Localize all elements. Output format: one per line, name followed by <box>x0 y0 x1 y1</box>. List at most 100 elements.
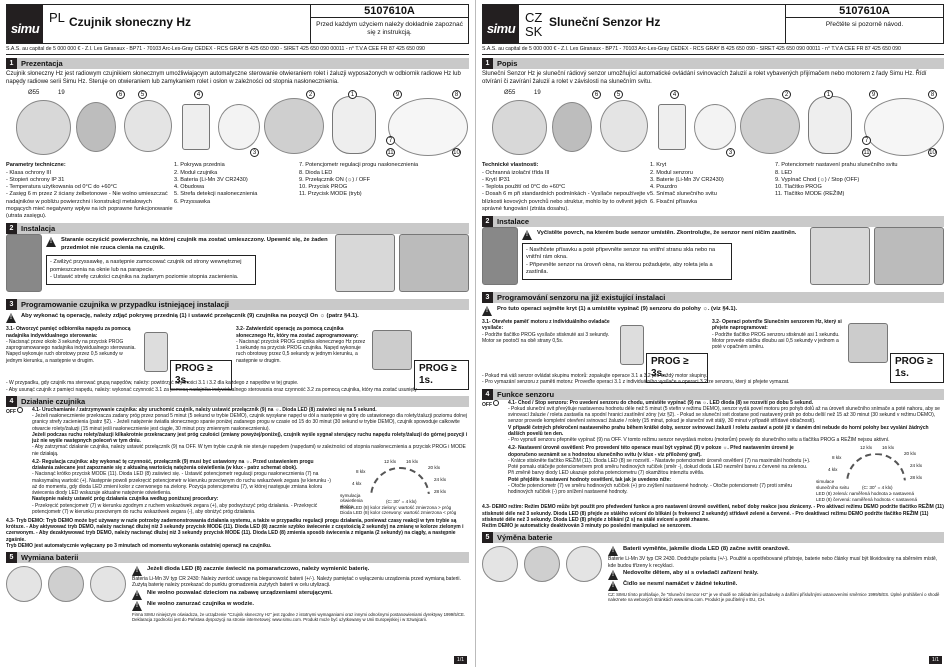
led-green-note: LED (8) zelená: naměřená hodnota ≥ nasta… <box>816 491 915 497</box>
language-code: PL <box>49 10 65 25</box>
sensor-detail-figure <box>864 98 944 157</box>
company-info: S.A.S. au capital de 5 000 000 € - Z.I. … <box>6 44 469 56</box>
installation-steps: - Zwilżyć przyssawkę, a następnie zamoco… <box>46 255 256 286</box>
company-info: S.A.S. au capital de 5 000 000 € - Z.I. … <box>482 44 944 56</box>
sensor-prog-figure <box>848 323 888 364</box>
battery-figure-1 <box>6 566 42 603</box>
sun-icon <box>493 399 500 406</box>
depth-label: 19 <box>58 90 65 97</box>
doc-reference: 5107610A Przed każdym użyciem należy dok… <box>310 5 468 43</box>
led-green-note: Dioda LED (8) kolor zielony: wartość zmi… <box>340 504 452 510</box>
programming-note: - Pokud má váš senzor ovládat skupinu mo… <box>482 373 790 386</box>
simu-logo: simu <box>7 5 43 43</box>
mounting-figure <box>874 227 944 286</box>
product-figures: Ø55 19 6 5 4 2 1 9 8 3 7 11 10 <box>6 90 469 158</box>
product-figures: Ø55 19 6 5 4 2 1 9 8 3 7 11 10 <box>482 90 944 158</box>
doc-reference: 5107610A Přečtěte si pozorně návod. <box>785 5 943 43</box>
presentation-text: Sluneční Senzor Hz je sluneční rádiový s… <box>482 71 927 85</box>
warning-icon <box>132 566 143 577</box>
installation-block: Vyčistěte povrch, na kterém bude senzor … <box>482 227 944 289</box>
prog-1s-label: PROG ≥ 1s. <box>890 353 944 384</box>
parts-list-a: 1. Kryt 2. Modul senzoru 3. Baterie (Li-… <box>650 162 724 205</box>
sensor-back-figure <box>740 98 800 155</box>
remote-figure <box>620 325 644 366</box>
programming-steps: 3.1- Otevřete paměť motoru z individuáln… <box>482 319 944 384</box>
page-title: Czujnik słoneczny Hz <box>69 15 192 29</box>
sun-icon <box>17 406 24 413</box>
shutter-figure <box>810 227 870 286</box>
battery-figure-3 <box>90 566 126 603</box>
remote-figure <box>144 332 168 373</box>
sensor-casing-figure <box>808 96 852 155</box>
sensor-module-figure <box>182 104 210 151</box>
warning-icon <box>6 313 17 324</box>
sensor-open-figure <box>124 100 172 153</box>
sensor-casing-figure <box>332 96 376 155</box>
sensor-side-figure <box>76 102 116 153</box>
doc-number: 5107610A <box>311 5 468 18</box>
specs-and-parts: Parametry techniczne: - Klasa ochrony II… <box>6 162 469 220</box>
threshold-dial: 12 klx 16 klx 20 klx 8 klx 24 klx 4 klx … <box>816 445 944 502</box>
warning-icon <box>522 230 533 241</box>
warning-icon <box>482 306 493 317</box>
installation-warning: Vyčistěte povrch, na kterém bude senzor … <box>522 230 806 241</box>
programming-warning: Aby wykonać tą operację, należy zdjąć po… <box>6 313 469 324</box>
warning-icon <box>608 580 619 591</box>
operation-4-1: OFF 4.1- Uruchamianie / zatrzymywanie cz… <box>6 406 468 457</box>
parts-list-a: 1. Pokrywa przednia 2. Moduł czujnika 3.… <box>174 162 258 205</box>
doc-note: Přečtěte si pozorně návod. <box>825 21 904 28</box>
page-polish: simu PL Czujnik słoneczny Hz 5107610A Pr… <box>0 0 475 667</box>
section-number: 1 <box>6 58 17 70</box>
sensor-front-figure <box>492 100 547 156</box>
dial-scale: 12 klx 16 klx 20 klx 8 klx 24 klx 4 klx … <box>816 445 944 491</box>
installation-warning: Staranie oczyścić powierzchnię, na które… <box>46 237 331 252</box>
warning-icon <box>46 237 57 248</box>
warning-icon <box>132 589 143 600</box>
parts-list-b: 7. Potencjometr regulacji progu nasłonec… <box>299 162 419 198</box>
operation-4-1: OFF 4.1- Chod / Stop senzoru: Pro uveden… <box>482 399 940 444</box>
presentation-text: Czujnik słoneczny Hz jest radiowym czujn… <box>6 71 461 85</box>
warning-icon <box>608 546 619 557</box>
threshold-dial: 12 klx 16 klx 20 klx 8 klx 24 klx 4 klx … <box>340 459 469 516</box>
page-czech: simu CZ SK Sluneční Senzor Hz 5107610A P… <box>475 0 950 667</box>
prog-1s-label: PROG ≥ 1s. <box>414 360 469 391</box>
prog-3s-label: PROG ≥ 3s. <box>170 360 232 391</box>
shutter-figure <box>335 234 395 293</box>
header: simu PL Czujnik słoneczny Hz 5107610A Pr… <box>6 4 469 44</box>
battery-block: Jeżeli dioda LED (8) zacznie świecić na … <box>6 566 469 622</box>
page-title: Sluneční Senzor Hz <box>549 15 661 29</box>
led-red-note: LED (8) červená: naměřená hodnota < nast… <box>816 496 917 502</box>
operation-4-3: 4.3- DEMO režim: Režim DEMO může být pou… <box>482 504 944 530</box>
installation-block: Staranie oczyścić powierzchnię, na które… <box>6 234 469 296</box>
battery-figure-3 <box>566 546 602 583</box>
sensor-cover-figure <box>694 104 736 151</box>
diameter-label: Ø55 <box>28 90 40 97</box>
programming-steps: 3.1- Otworzyć pamięć odbiornika napędu z… <box>6 326 469 391</box>
battery-block: Baterii vyměňte, jakmile dioda LED (8) z… <box>482 546 944 602</box>
language-code: CZ SK <box>525 10 543 40</box>
dial-scale: 12 klx 16 klx 20 klx 8 klx 24 klx 4 klx … <box>340 459 469 509</box>
battery-figure-1 <box>482 546 518 583</box>
operation-4-2: 4.2- Regulacja czujnika: aby wykonać tę … <box>6 459 469 516</box>
operation-4-3: 4.3- Tryb DEMO: Tryb DEMO może być używa… <box>6 517 464 549</box>
warning-icon <box>608 569 619 580</box>
mounting-figure <box>399 234 469 293</box>
programming-warning: Pro tuto operaci sejměte kryt (1) a umís… <box>482 306 944 317</box>
sensor-back-figure <box>264 98 324 155</box>
sensor-front-figure <box>16 100 71 156</box>
battery-figure-2 <box>524 546 560 583</box>
prog-3s-label: PROG ≥ 3s. <box>646 353 708 384</box>
parts-list-b: 7. Potenciometr nastavení prahu sluneční… <box>775 162 898 198</box>
specs-and-parts: Technické vlastnosti: - Ochranná izolačn… <box>482 162 944 213</box>
programming-note: - W przypadku, gdy czujnik ma sterować g… <box>6 380 418 393</box>
doc-note: Przed każdym użyciem należy dokładnie za… <box>316 21 463 37</box>
battery-figure-2 <box>48 566 84 603</box>
